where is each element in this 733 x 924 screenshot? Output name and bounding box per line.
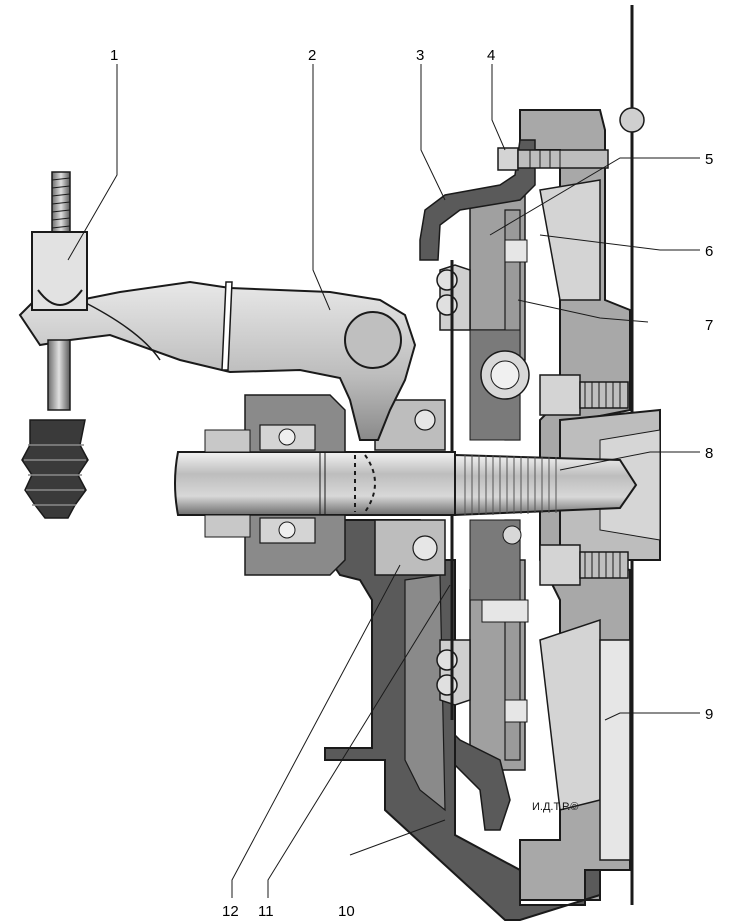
input-shaft (174, 451, 638, 517)
callout-3: 3 (416, 47, 424, 64)
callout-9: 9 (705, 706, 713, 723)
callout-5: 5 (705, 151, 713, 168)
callout-2: 2 (308, 47, 316, 64)
flywheel-bolt-upper (539, 374, 629, 416)
rod-boot (21, 419, 89, 519)
callout-6: 6 (705, 243, 713, 260)
callout-8: 8 (705, 445, 713, 462)
release-bearing (374, 399, 446, 576)
fork-rod (31, 171, 88, 411)
shaft-bearing (204, 394, 346, 576)
leader-lines (67, 64, 700, 898)
release-fork (18, 280, 417, 441)
watermark: И.Д.Т.Р.© (532, 801, 578, 813)
callout-4: 4 (487, 47, 495, 64)
callout-11: 11 (258, 903, 274, 920)
callout-12: 12 (222, 903, 239, 920)
driven-disc (469, 209, 530, 761)
flywheel-bolt-lower (539, 544, 629, 586)
callout-7: 7 (705, 317, 713, 334)
callout-10: 10 (338, 903, 355, 920)
cover-bolt (497, 147, 609, 171)
callout-1: 1 (110, 47, 118, 64)
